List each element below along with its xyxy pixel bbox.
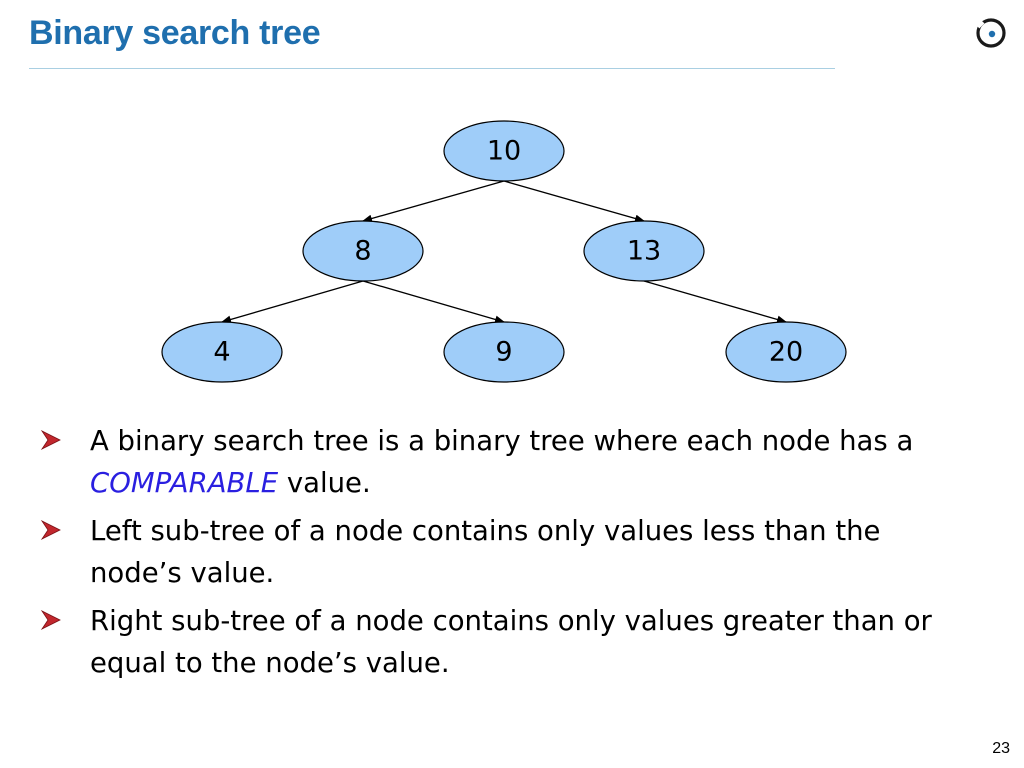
binary-tree-diagram: 10 8 13 4 9 20 — [161, 120, 847, 383]
tree-edge-8-9 — [362, 280, 505, 324]
tree-node-shape — [583, 220, 705, 282]
tree-node-10: 10 — [443, 120, 565, 182]
page-number: 23 — [992, 740, 1010, 757]
tree-node-label: 4 — [213, 337, 230, 368]
title-divider — [29, 68, 835, 69]
tree-node-13: 13 — [583, 220, 705, 282]
tree-node-shape — [725, 321, 847, 383]
tree-node-label: 8 — [354, 236, 371, 267]
arrow-bullet-icon — [40, 429, 61, 451]
comparable-keyword: COMPARABLE — [90, 467, 279, 499]
slide-title: Binary search tree — [29, 14, 321, 52]
bullet-list: A binary search tree is a binary tree wh… — [40, 420, 980, 690]
tree-node-shape — [302, 220, 424, 282]
bullet-text: Right sub-tree of a node contains only v… — [90, 605, 932, 679]
bullet-text-end: value. — [278, 467, 371, 499]
tree-edge-10-8 — [362, 180, 505, 223]
tree-edge-10-13 — [503, 180, 645, 223]
eiffel-logo-icon — [976, 18, 1006, 48]
tree-node-8: 8 — [302, 220, 424, 282]
bullet-item: A binary search tree is a binary tree wh… — [40, 420, 980, 504]
tree-node-20: 20 — [725, 321, 847, 383]
bullet-text: A binary search tree is a binary tree wh… — [90, 425, 914, 457]
bullet-item: Right sub-tree of a node contains only v… — [40, 600, 980, 684]
tree-node-label: 9 — [495, 337, 512, 368]
bullet-text: Left sub-tree of a node contains only va… — [90, 515, 881, 589]
tree-node-shape — [443, 321, 565, 383]
bullet-item: Left sub-tree of a node contains only va… — [40, 510, 980, 594]
arrow-bullet-icon — [40, 609, 61, 631]
arrow-bullet-icon — [40, 519, 61, 541]
tree-node-shape — [161, 321, 283, 383]
tree-edge-8-4 — [221, 280, 364, 324]
tree-edge-13-20 — [643, 280, 787, 324]
tree-node-label: 10 — [487, 136, 521, 167]
tree-node-4: 4 — [161, 321, 283, 383]
tree-node-label: 13 — [627, 236, 661, 267]
tree-node-shape — [443, 120, 565, 182]
tree-node-9: 9 — [443, 321, 565, 383]
tree-node-label: 20 — [769, 337, 803, 368]
